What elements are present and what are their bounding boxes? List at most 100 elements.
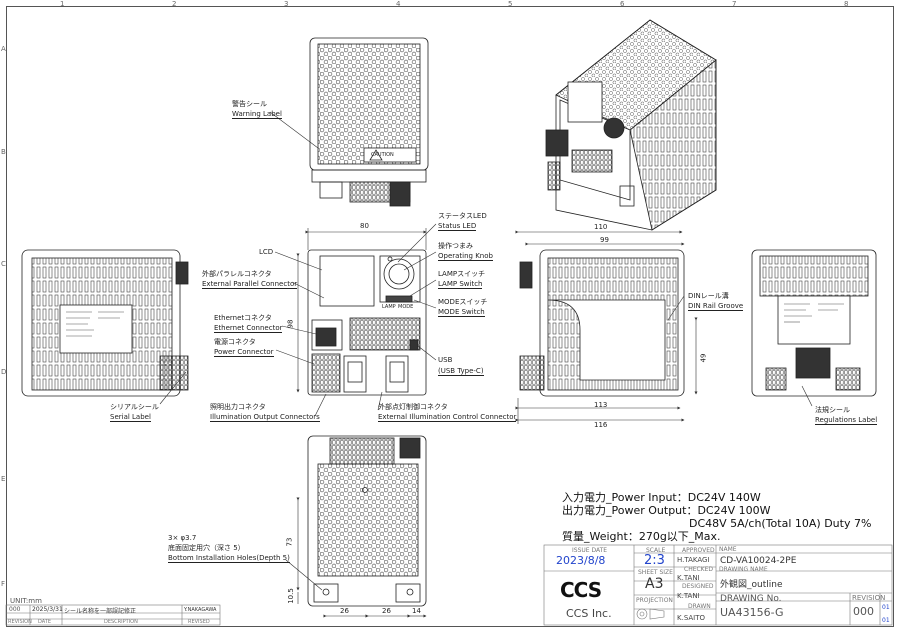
- tb-projection-label: PROJECTION: [636, 597, 673, 604]
- tb-rev-sub2: 01: [882, 617, 890, 624]
- tb-issue-date-label: ISSUE DATE: [572, 547, 608, 554]
- label-serial-jp: シリアルシール: [110, 403, 159, 411]
- label-holes-3: Bottom Installation Holes(Depth 5): [168, 554, 290, 563]
- label-usb: USB: [438, 356, 453, 364]
- tb-sheet-size: A3: [645, 576, 664, 592]
- tb-issue-date: 2023/8/8: [556, 554, 606, 567]
- label-warning-jp: 警告シール: [232, 100, 267, 108]
- label-status-led-jp: ステータスLED: [438, 212, 487, 220]
- tb-scale: 2:3: [644, 553, 665, 568]
- company-logo: CCS: [560, 578, 602, 602]
- unit-label: UNIT:mm: [10, 597, 42, 605]
- spec-weight: 質量_Weight：270g以下_Max.: [562, 530, 721, 543]
- label-ethernet-jp: Ethernetコネクタ: [214, 314, 272, 322]
- zone-col-3: 3: [284, 0, 289, 8]
- zone-row-f: F: [1, 580, 6, 588]
- spec-power-output: 出力電力_Power Output：DC24V 100W: [562, 504, 771, 517]
- label-holes-2: 底面固定用穴（深さ 5）: [168, 544, 245, 552]
- zone-col-4: 4: [396, 0, 401, 8]
- label-illum-out-jp: 照明出力コネクタ: [210, 403, 266, 411]
- tb-rev-sub1: 01: [882, 604, 890, 611]
- rev-header-rev: REVISION: [8, 619, 32, 625]
- tb-revision: 000: [853, 605, 874, 618]
- label-serial-en: Serial Label: [110, 413, 151, 422]
- rev-row-desc: シール名称を一部誤記修正: [64, 608, 137, 615]
- zone-row-c: C: [1, 260, 6, 268]
- leader-lines: [159, 111, 813, 591]
- tb-drawing-no: UA43156-G: [720, 606, 784, 619]
- dim-depth-116: 116: [594, 421, 608, 429]
- tb-drawing-name: 外観図_outline: [720, 580, 783, 590]
- rev-header-by: REVISED: [188, 619, 210, 625]
- label-lamp-jp: LAMPスイッチ: [438, 270, 486, 278]
- tb-name-label: NAME: [719, 546, 737, 553]
- dim-height-73: 73: [285, 537, 294, 547]
- dim-width-80: 80: [360, 222, 369, 230]
- label-lcd: LCD: [259, 248, 274, 256]
- zone-row-a: A: [1, 45, 6, 53]
- zone-row-e: E: [1, 475, 6, 483]
- drawing-frame: [6, 6, 894, 627]
- company-name: CCS Inc.: [566, 607, 612, 620]
- zone-col-5: 5: [508, 0, 513, 8]
- zone-col-1: 1: [60, 0, 65, 8]
- label-din-jp: DINレール溝: [688, 292, 729, 300]
- label-din-en: DIN Rail Groove: [688, 302, 744, 311]
- label-ext-parallel-jp: 外部パラレルコネクタ: [202, 270, 272, 278]
- tb-drawing-no-label: DRAWING No.: [720, 594, 782, 604]
- tb-checked-label: CHECKED: [684, 566, 714, 573]
- label-power-en: Power Connector: [214, 348, 274, 357]
- zone-col-8: 8: [844, 0, 849, 8]
- tb-checked: K.TANI: [677, 574, 700, 582]
- label-knob-en: Operating Knob: [438, 252, 493, 261]
- bottom-view: [307, 435, 427, 607]
- dim-bottom-26b: 26: [382, 607, 391, 615]
- dim-bottom-26a: 26: [340, 607, 349, 615]
- rev-header-date: DATE: [38, 619, 52, 625]
- label-illum-out-en: Illumination Output Connectors: [210, 413, 320, 422]
- label-ethernet-en: Ethernet Connector: [214, 324, 283, 333]
- label-holes-1: 3× φ3.7: [168, 534, 197, 542]
- spec-power-input: 入力電力_Power Input：DC24V 140W: [562, 491, 761, 504]
- dim-depth-99: 99: [600, 236, 609, 244]
- tb-revision-label: REVISION: [852, 594, 886, 602]
- tb-approved: H.TAKAGI: [677, 556, 710, 564]
- tb-name: CD-VA10024-2PE: [720, 556, 797, 566]
- tb-approved-label: APPROVED: [682, 547, 715, 554]
- dim-bottom-14: 14: [412, 607, 421, 615]
- label-ext-parallel-en: External Parallel Connector: [202, 280, 298, 289]
- front-view: [307, 249, 427, 396]
- dim-depth-113: 113: [594, 401, 608, 409]
- tb-designed: K.TANI: [677, 592, 700, 600]
- mode-small-text: MODE: [398, 304, 414, 310]
- label-knob-jp: 操作つまみ: [438, 242, 473, 250]
- lamp-small-text: LAMP: [382, 304, 396, 310]
- label-regs-jp: 法規シール: [815, 406, 850, 414]
- tb-drawn-label: DRAWN: [688, 603, 711, 610]
- left-side-view: [21, 249, 189, 397]
- tb-scale-label: SCALE: [646, 547, 666, 554]
- tb-sheet-size-label: SHEET SIZE: [638, 569, 673, 576]
- dimension-lines: [296, 228, 698, 618]
- tb-designed-label: DESIGNED: [682, 583, 714, 590]
- dim-depth-110: 110: [594, 223, 608, 231]
- label-power-jp: 電源コネクタ: [214, 338, 256, 346]
- label-regs-en: Regulations Label: [815, 416, 878, 425]
- rev-header-desc: DESCRIPTION: [104, 619, 138, 625]
- rev-row-by: Y.NAKAGAWA: [184, 607, 217, 613]
- zone-col-7: 7: [732, 0, 737, 8]
- label-mode-jp: MODEスイッチ: [438, 298, 488, 306]
- rev-row-date: 2025/3/31: [32, 606, 63, 613]
- top-view: [309, 37, 429, 207]
- label-ext-illum-en: External Illumination Control Connector: [378, 413, 517, 422]
- spec-power-output-48v: DC48V 5A/ch(Total 10A) Duty 7%: [689, 517, 872, 530]
- isometric-view: [545, 19, 717, 231]
- rev-row-rev: 000: [9, 606, 21, 613]
- label-ext-illum-jp: 外部点灯制御コネクタ: [378, 403, 448, 411]
- label-warning-en: Warning Label: [232, 110, 282, 119]
- back-view: [751, 249, 877, 397]
- tb-drawing-name-label: DRAWING NAME: [719, 566, 768, 573]
- zone-row-b: B: [1, 148, 6, 156]
- label-usb-type: (USB Type-C): [438, 367, 484, 376]
